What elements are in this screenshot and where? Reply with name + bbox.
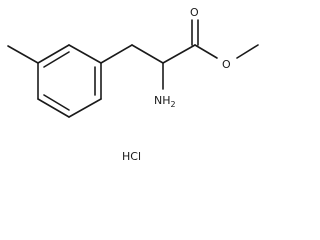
bond-ring-4 [68,98,102,118]
bond-ring-to-ch2 [100,44,133,64]
bond-alpha-to-carbonyl [162,44,196,64]
chemical-structure: O O NH2 HCl [7,6,259,163]
bond-ring-inner-1 [43,51,70,68]
bond-methyl [7,45,39,64]
carbonyl-oxygen-label: O [190,6,199,19]
bond-ring-inner-3 [43,94,70,111]
bond-ester-o-to-methyl [236,44,259,59]
bond-carbonyl-to-ester-o [194,44,218,59]
bond-ring-2 [68,44,102,64]
atom-labels: O O NH2 [154,6,231,109]
bonds [7,19,259,118]
bond-ch2-to-alpha [131,44,164,64]
amine-main: NH [154,94,171,107]
amine-label: NH2 [154,94,176,109]
bond-ring-5 [37,98,70,118]
amine-subscript: 2 [171,100,176,109]
bond-ring-1 [37,44,70,64]
ester-oxygen-label: O [222,58,231,71]
salt-label: HCl [122,150,141,163]
